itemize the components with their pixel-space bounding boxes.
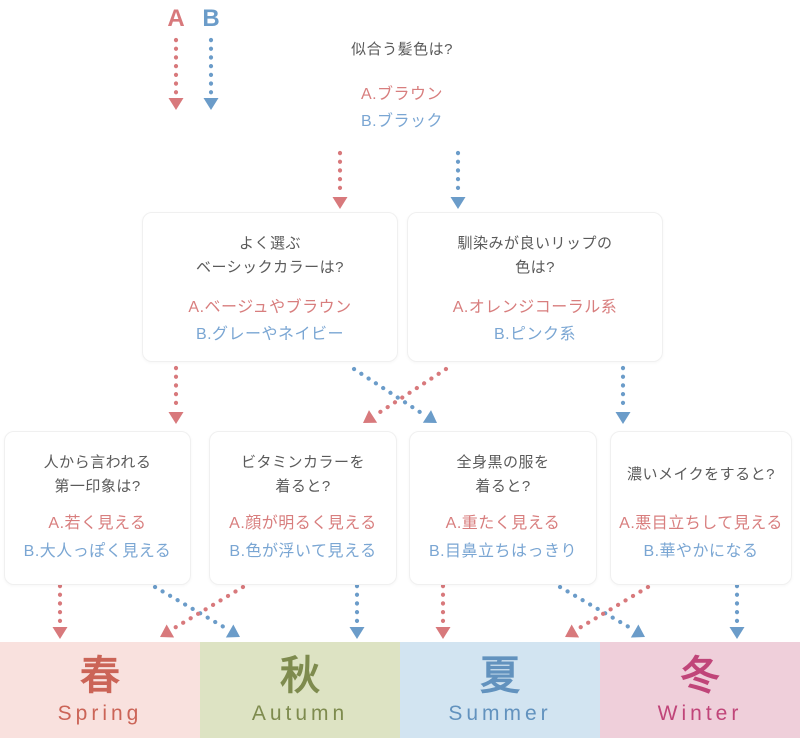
- question-line: 第一印象は?: [54, 478, 141, 495]
- legend-arrow-b-icon: [203, 37, 219, 110]
- question-text: ビタミンカラーを 着ると?: [210, 451, 396, 499]
- question-card-first-impression: 人から言われる 第一印象は? A.若く見える B.大人っぽく見える: [4, 431, 191, 585]
- arrow-impression-b-to-autumn-icon: [152, 584, 240, 638]
- arrow-lip-b-to-makeup-icon: [615, 365, 631, 424]
- answers: A.オレンジコーラル系 B.ピンク系: [408, 294, 662, 348]
- result-kanji: 秋: [280, 653, 320, 698]
- question-line: 全身黒の服を: [456, 454, 550, 471]
- answer-a: A.悪目立ちして見える: [619, 515, 783, 532]
- question-card-vitamin-color: ビタミンカラーを 着ると? A.顔が明るく見える B.色が浮いて見える: [209, 431, 397, 585]
- legend-arrow-a-icon: [168, 37, 184, 110]
- arrow-black-a-to-summer-icon: [435, 583, 451, 639]
- legend-label-b: B: [202, 5, 220, 32]
- arrow-basic-b-to-black-icon: [351, 366, 437, 423]
- arrow-lip-a-to-vitamin-icon: [363, 366, 449, 423]
- answers: A.ベージュやブラウン B.グレーやネイビー: [143, 294, 397, 348]
- arrow-vitamin-b-to-autumn-icon: [349, 583, 365, 639]
- root-answer-b: B.ブラック: [360, 113, 444, 130]
- arrow-makeup-b-to-winter-icon: [729, 583, 745, 639]
- question-text: よく選ぶ ベーシックカラーは?: [143, 232, 397, 280]
- question-line: 着ると?: [275, 478, 331, 495]
- result-kanji: 夏: [480, 653, 520, 698]
- arrow-makeup-a-to-summer-icon: [565, 584, 651, 638]
- arrow-hair-b-to-lip-icon: [450, 150, 466, 209]
- root-answer-a: A.ブラウン: [360, 86, 444, 103]
- root-question: 似合う髪色は? A.ブラウン B.ブラック: [282, 38, 522, 135]
- answer-b: B.華やかになる: [643, 543, 759, 560]
- legend-label-a: A: [167, 5, 185, 32]
- question-text: 人から言われる 第一印象は?: [5, 451, 190, 499]
- arrow-vitamin-a-to-spring-icon: [160, 584, 246, 638]
- question-line: 馴染みが良いリップの: [457, 235, 613, 252]
- question-line: 人から言われる: [43, 454, 152, 471]
- answer-b: B.グレーやネイビー: [195, 326, 345, 343]
- result-winter: 冬 Winter: [600, 642, 800, 738]
- result-english: Summer: [448, 701, 552, 725]
- answer-b: B.ピンク系: [493, 326, 577, 343]
- question-card-black-clothes: 全身黒の服を 着ると? A.重たく見える B.目鼻立ちはっきり: [409, 431, 597, 585]
- question-line: ベーシックカラーは?: [195, 259, 345, 276]
- question-line: 濃いメイクをすると?: [626, 466, 776, 483]
- question-line: 着ると?: [475, 478, 531, 495]
- result-autumn: 秋 Autumn: [200, 642, 400, 738]
- arrow-impression-a-to-spring-icon: [52, 583, 68, 639]
- question-card-basic-color: よく選ぶ ベーシックカラーは? A.ベージュやブラウン B.グレーやネイビー: [142, 212, 398, 362]
- result-english: Autumn: [251, 701, 349, 725]
- answer-b: B.色が浮いて見える: [229, 543, 377, 560]
- arrow-basic-a-to-impression-icon: [168, 365, 184, 424]
- answer-a: A.オレンジコーラル系: [452, 299, 618, 316]
- answer-a: A.若く見える: [48, 515, 147, 532]
- answer-a: A.重たく見える: [445, 515, 561, 532]
- root-question-answers: A.ブラウン B.ブラック: [282, 81, 522, 135]
- answers: A.顔が明るく見える B.色が浮いて見える: [210, 510, 396, 566]
- root-question-text: 似合う髪色は?: [351, 41, 453, 58]
- answer-a: A.顔が明るく見える: [229, 515, 377, 532]
- answers: A.若く見える B.大人っぽく見える: [5, 510, 190, 566]
- answer-b: B.大人っぽく見える: [23, 543, 172, 560]
- answer-a: A.ベージュやブラウン: [188, 299, 352, 316]
- question-card-lip-color: 馴染みが良いリップの 色は? A.オレンジコーラル系 B.ピンク系: [407, 212, 663, 362]
- arrow-hair-a-to-basic-icon: [332, 150, 348, 209]
- answers: A.悪目立ちして見える B.華やかになる: [611, 510, 791, 566]
- answers: A.重たく見える B.目鼻立ちはっきり: [410, 510, 596, 566]
- result-kanji: 冬: [680, 653, 720, 698]
- question-text: 全身黒の服を 着ると?: [410, 451, 596, 499]
- result-kanji: 春: [80, 653, 120, 698]
- result-english: Spring: [57, 701, 143, 725]
- question-text: 濃いメイクをすると?: [611, 451, 791, 499]
- answer-b: B.目鼻立ちはっきり: [428, 543, 578, 560]
- question-card-heavy-makeup: 濃いメイクをすると? A.悪目立ちして見える B.華やかになる: [610, 431, 792, 585]
- arrow-black-b-to-winter-icon: [557, 584, 645, 638]
- question-line: 色は?: [515, 259, 555, 276]
- question-text: 馴染みが良いリップの 色は?: [408, 232, 662, 280]
- question-line: よく選ぶ: [238, 235, 301, 252]
- question-line: ビタミンカラーを: [240, 454, 365, 471]
- result-english: Winter: [657, 701, 743, 725]
- result-spring: 春 Spring: [0, 642, 200, 738]
- result-summer: 夏 Summer: [400, 642, 600, 738]
